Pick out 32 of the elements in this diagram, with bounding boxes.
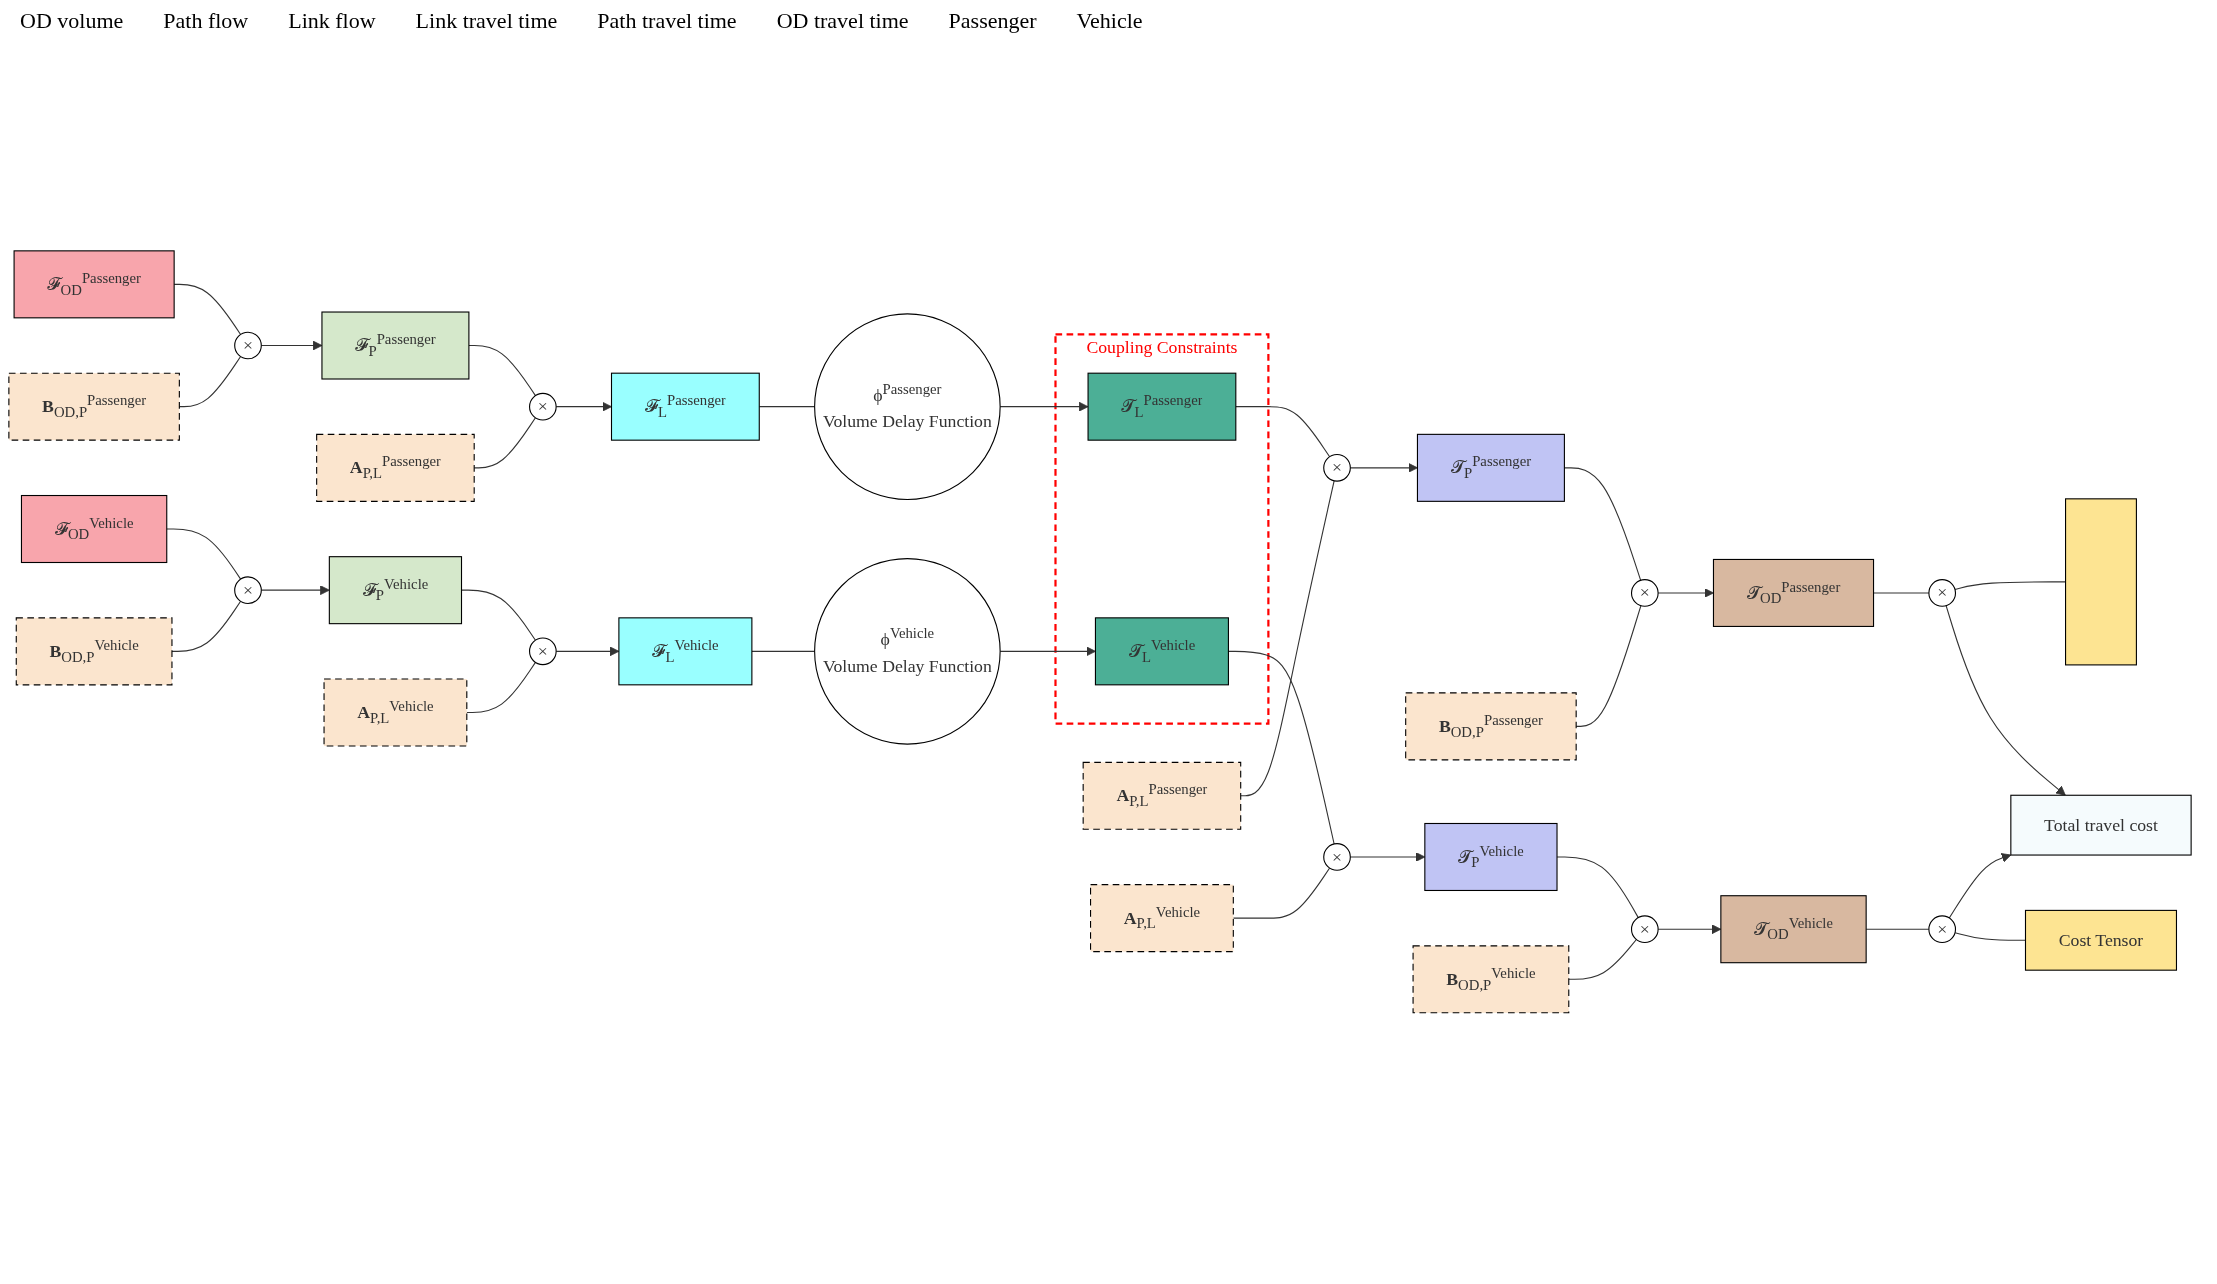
- connector: [166, 528, 242, 580]
- node-circle: ×: [529, 637, 557, 666]
- connector: [1568, 939, 1637, 981]
- node-circle: ×: [1928, 915, 1957, 944]
- connector: [468, 345, 536, 397]
- arrow: [1945, 605, 2066, 796]
- node-circle: ×: [1323, 843, 1351, 871]
- node-circle: ×: [234, 331, 262, 360]
- connector: [1235, 406, 1331, 458]
- node-circle: ϕ$^{Passenger}$ Volume Delay Function: [814, 313, 1001, 501]
- node-circle: ×: [529, 393, 557, 421]
- node-circle: ×: [1630, 579, 1659, 607]
- column-heading: Link flow: [288, 8, 376, 34]
- node-circle: ×: [234, 576, 262, 605]
- column-heading: Vehicle: [1076, 8, 1143, 34]
- column-heading: Path travel time: [597, 8, 737, 34]
- connector: [1240, 480, 1335, 797]
- node-bar: [2065, 498, 2137, 666]
- node-circle: ϕ$^{Vehicle}$ Volume Delay Function: [814, 558, 1001, 745]
- node-box: Cost Tensor: [2024, 910, 2178, 971]
- connector: [171, 600, 242, 653]
- column-heading: Passenger: [948, 8, 1037, 34]
- arrow: [1948, 853, 2012, 919]
- column-heading: Path flow: [163, 8, 249, 34]
- column-heading: OD volume: [20, 8, 124, 34]
- node-box: Total travel cost: [2010, 794, 2192, 856]
- node-circle: ×: [1630, 915, 1659, 944]
- connector: [466, 662, 536, 714]
- column-heading: OD travel time: [776, 8, 909, 34]
- node-circle: ×: [1928, 579, 1957, 607]
- column-heading: Link travel time: [415, 8, 558, 34]
- node-circle: ×: [1323, 454, 1351, 482]
